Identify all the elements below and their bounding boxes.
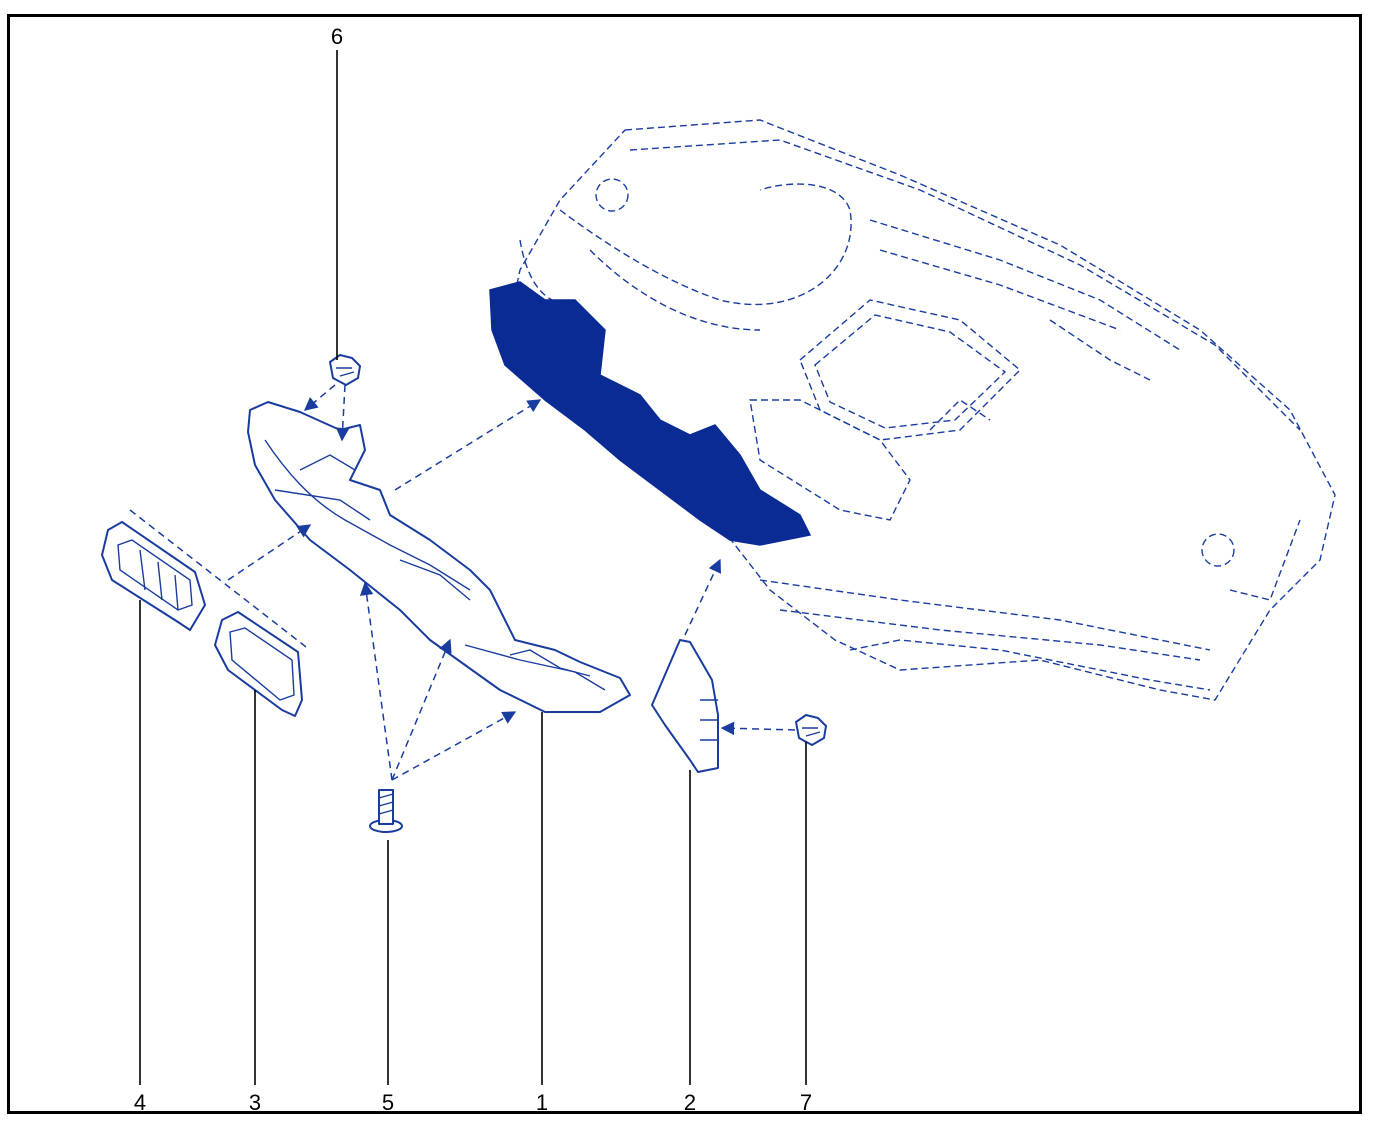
callout-5: 5: [381, 1090, 395, 1115]
callout-4: 4: [133, 1090, 147, 1115]
part-5-screw: [369, 789, 403, 833]
diagram-frame: [7, 14, 1362, 1114]
part-4-switch-bezel: [101, 521, 206, 631]
callout-2: 2: [683, 1090, 697, 1115]
part-7-clip: [795, 714, 827, 746]
callout-6: 6: [330, 24, 344, 49]
part-3-switch-bezel: [214, 611, 303, 717]
callout-3: 3: [248, 1090, 262, 1115]
part-1-center-lower-trim: [247, 401, 631, 713]
callout-7: 7: [799, 1090, 813, 1115]
assembly-arrows: [129, 384, 796, 781]
installed-center-trim-highlight: [489, 281, 812, 546]
callout-1: 1: [535, 1090, 549, 1115]
part-6-clip: [329, 354, 361, 386]
leader-lines: [139, 50, 807, 1085]
part-2-side-cover: [651, 639, 719, 773]
